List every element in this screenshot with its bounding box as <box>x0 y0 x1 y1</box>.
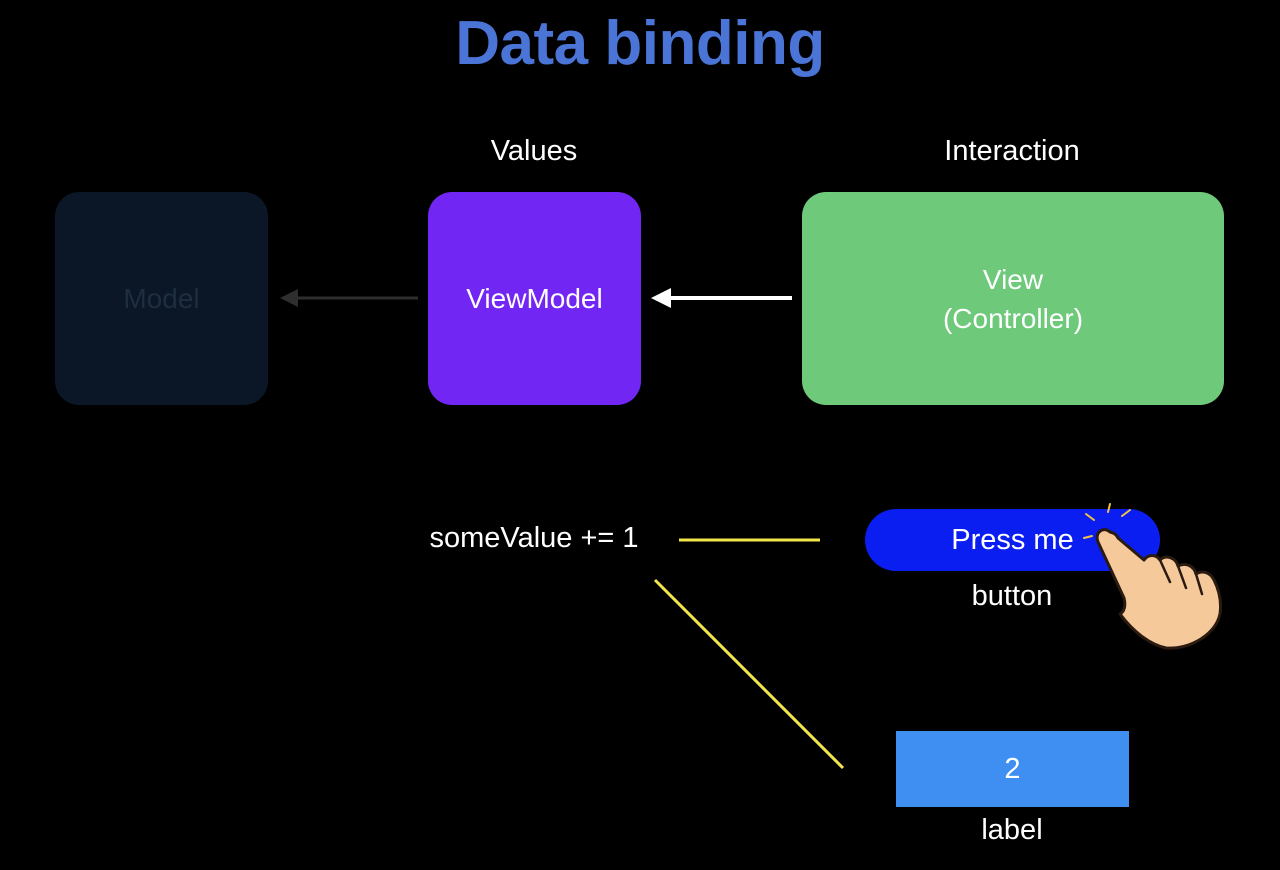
model-box-label: Model <box>123 283 200 314</box>
label-widget-value: 2 <box>1004 752 1021 785</box>
code-statement: someValue += 1 <box>429 522 639 554</box>
viewmodel-to-model-arrow <box>280 289 418 307</box>
pointing-hand-icon <box>1083 503 1222 650</box>
view-controller-box-label: View (Controller) <box>942 263 1084 334</box>
view-to-viewmodel-arrow <box>651 288 792 308</box>
code-to-label-line <box>653 578 845 770</box>
page-title: Data binding <box>455 9 825 78</box>
view-controller-box: View (Controller) <box>802 192 1224 405</box>
label-widget: 2 <box>896 731 1129 807</box>
viewmodel-box: ViewModel <box>428 192 641 405</box>
press-me-button-label: Press me <box>951 523 1074 556</box>
interaction-heading: Interaction <box>944 135 1080 167</box>
values-heading: Values <box>490 135 578 167</box>
label-caption: label <box>981 814 1043 846</box>
button-caption: button <box>971 580 1053 612</box>
viewmodel-box-label: ViewModel <box>466 283 603 314</box>
model-box: Model <box>55 192 268 405</box>
